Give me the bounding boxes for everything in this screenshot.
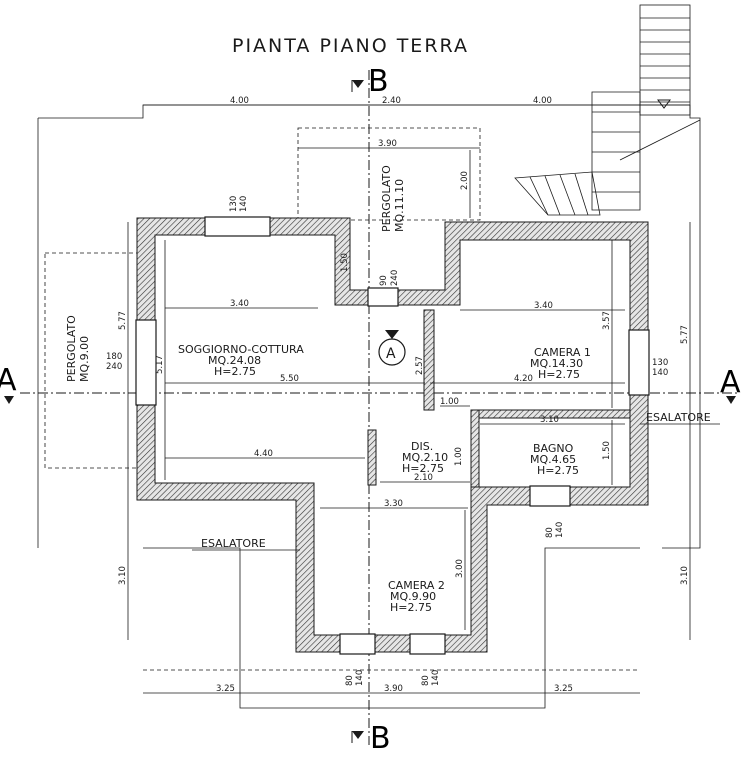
dim-4-20: 4.20 <box>514 374 533 384</box>
dim-win-right-140: 140 <box>652 368 668 378</box>
dim-win-top-140: 140 <box>239 196 249 212</box>
pergolato-top-outline <box>297 127 481 221</box>
pergolato-top-area: MQ.11.10 <box>393 179 406 232</box>
room-bagno-name: BAGNO <box>533 442 574 455</box>
dim-3-10-right: 3.10 <box>680 566 690 585</box>
dim-5-77-left: 5.77 <box>118 311 128 330</box>
section-b-bottom-label: B <box>370 721 391 756</box>
room-camera1-height: H=2.75 <box>538 368 580 381</box>
external-staircase <box>514 4 701 216</box>
dim-bottom-3-25-a: 3.25 <box>216 684 235 694</box>
section-a-left-marker: A <box>0 363 17 404</box>
esalatore-left: ESALATORE <box>201 537 266 550</box>
dim-1-00-b: 1.00 <box>454 447 464 466</box>
dim-5-50: 5.50 <box>280 374 299 384</box>
plan-title: PIANTA PIANO TERRA <box>232 35 469 57</box>
room-dis-height: H=2.75 <box>402 462 444 475</box>
dim-win-top-130: 130 <box>229 196 239 212</box>
dim-1-50: 1.50 <box>340 253 350 272</box>
room-bagno-height: H=2.75 <box>537 464 579 477</box>
section-a-left-label: A <box>0 363 17 398</box>
room-bagno-area: MQ.4.65 <box>530 453 576 466</box>
dim-top-4-00-a: 4.00 <box>230 96 249 106</box>
dim-3-10-bagno: 3.10 <box>540 415 559 425</box>
room-camera1-area: MQ.14.30 <box>530 357 583 370</box>
dim-liv-3-40: 3.40 <box>230 299 249 309</box>
section-a-right-marker: A <box>720 365 741 404</box>
dim-top-4-00-b: 4.00 <box>533 96 552 106</box>
dim-win-140-a: 140 <box>555 522 565 538</box>
dim-top-2-40: 2.40 <box>382 96 401 106</box>
window-soggiorno-left <box>135 319 157 406</box>
dim-3-57: 3.57 <box>602 311 612 330</box>
dim-3-00: 3.00 <box>455 559 465 578</box>
dim-5-77-right: 5.77 <box>680 325 690 344</box>
room-soggiorno-name: SOGGIORNO-COTTURA <box>178 343 304 356</box>
section-b-top-marker: B <box>351 64 389 99</box>
window-camera1-right <box>628 329 650 396</box>
dim-perg-3-90: 3.90 <box>378 139 397 149</box>
dim-3-10-left: 3.10 <box>118 566 128 585</box>
window-soggiorno-top <box>204 216 271 237</box>
dim-win-140-c: 140 <box>431 670 441 686</box>
dim-2-57: 2.57 <box>415 356 425 375</box>
dim-win-80-c: 80 <box>421 675 431 686</box>
room-camera2-area: MQ.9.90 <box>390 590 436 603</box>
dim-perg-2-00: 2.00 <box>460 171 470 190</box>
dim-2-10: 2.10 <box>414 473 433 483</box>
dim-cam-3-40: 3.40 <box>534 301 553 311</box>
dim-1-50-b: 1.50 <box>602 441 612 460</box>
dim-5-17: 5.17 <box>155 355 165 374</box>
dim-bottom-3-90: 3.90 <box>384 684 403 694</box>
wall-dis-left <box>367 429 377 486</box>
wall-bagno-left <box>470 409 480 488</box>
dim-door-240: 240 <box>390 270 400 286</box>
section-b-top-label: B <box>368 64 389 99</box>
section-b-bottom-marker: B <box>351 721 391 756</box>
window-camera2-left <box>339 633 376 655</box>
dim-1-00-a: 1.00 <box>440 397 459 407</box>
room-soggiorno-height: H=2.75 <box>214 365 256 378</box>
dim-win-left-180: 180 <box>106 352 122 362</box>
entrance-door <box>367 287 399 307</box>
room-camera1-name: CAMERA 1 <box>534 346 591 359</box>
dim-3-30: 3.30 <box>384 499 403 509</box>
wall-camera1-left <box>423 309 435 411</box>
dim-win-left-240: 240 <box>106 362 122 372</box>
section-a-right-label: A <box>720 365 741 400</box>
pergolato-left-outline <box>44 252 138 469</box>
dim-win-80-a: 80 <box>545 527 555 538</box>
section-marker-a: A <box>378 330 406 366</box>
dim-bottom-3-25-b: 3.25 <box>554 684 573 694</box>
pergolato-top-label: PERGOLATO <box>380 165 393 232</box>
dim-win-140-b: 140 <box>355 670 365 686</box>
window-bagno-bottom <box>529 485 571 507</box>
esalatore-right: ESALATORE <box>646 411 711 424</box>
window-camera2-right <box>409 633 446 655</box>
room-dis-area: MQ.2.10 <box>402 451 448 464</box>
pergolato-left-area: MQ.9.00 <box>78 336 91 382</box>
section-marker-label: A <box>386 346 396 362</box>
lot-outline-bottom <box>143 547 640 709</box>
room-soggiorno-area: MQ.24.08 <box>208 354 261 367</box>
room-camera2-height: H=2.75 <box>390 601 432 614</box>
dim-win-right-130: 130 <box>652 358 668 368</box>
room-dis-name: DIS. <box>411 440 433 453</box>
dim-win-80-b: 80 <box>345 675 355 686</box>
pergolato-left-label: PERGOLATO <box>65 315 78 382</box>
dim-door-90: 90 <box>379 275 389 286</box>
dim-4-40: 4.40 <box>254 449 273 459</box>
room-camera2-name: CAMERA 2 <box>388 579 445 592</box>
